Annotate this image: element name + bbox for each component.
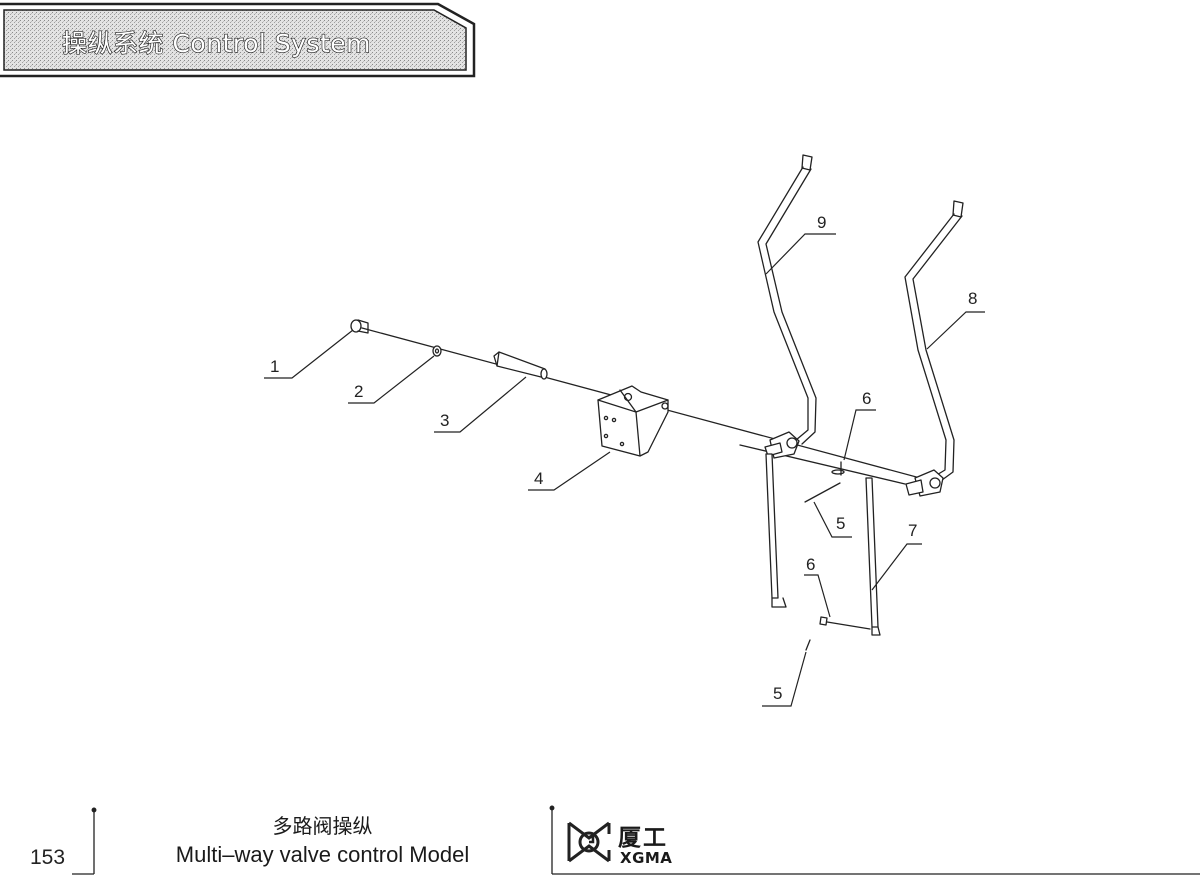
page-title: 操纵系统 Control System <box>61 28 371 58</box>
figure-caption: 多路阀操纵 Multi–way valve control Model <box>150 812 495 870</box>
leader-line-6a <box>843 409 876 461</box>
bolt-part-1 <box>350 319 369 334</box>
caption-chinese: 多路阀操纵 <box>272 814 373 838</box>
callout-7: 7 <box>908 521 917 540</box>
caption-english: Multi–way valve control Model <box>175 842 470 867</box>
rod-part-7 <box>765 453 881 636</box>
logo-text-chinese: 厦工 <box>618 825 668 851</box>
linkage-axis-line <box>739 444 906 485</box>
callout-1: 1 <box>270 357 279 376</box>
washer-part-2 <box>432 345 442 357</box>
leader-line-4 <box>528 451 611 491</box>
leader-line-5a <box>813 501 852 538</box>
callout-2: 2 <box>354 382 363 401</box>
page-number: 153 <box>30 846 66 869</box>
bracket-part-4 <box>597 385 669 457</box>
leader-line-1 <box>264 329 354 379</box>
callout-6a: 6 <box>862 389 871 408</box>
lever-part-9 <box>757 154 817 459</box>
xgma-logo-icon <box>567 821 611 863</box>
leader-line-6b <box>804 574 831 618</box>
callout-3: 3 <box>440 411 449 430</box>
lever-part-8 <box>904 200 964 497</box>
callout-5b: 5 <box>773 684 782 703</box>
callout-4: 4 <box>534 469 543 488</box>
leader-line-9 <box>765 233 836 275</box>
exploded-view-drawing: 1 2 3 4 9 8 6 5 7 6 5 <box>264 154 985 707</box>
callout-6b: 6 <box>806 555 815 574</box>
header-banner <box>0 2 476 78</box>
leader-line-3 <box>434 376 527 433</box>
callout-5a: 5 <box>836 514 845 533</box>
leader-line-7 <box>871 543 922 591</box>
callout-8: 8 <box>968 289 977 308</box>
leader-line-8 <box>926 311 985 350</box>
callout-9: 9 <box>817 213 826 232</box>
cotter-part-5 <box>804 482 841 651</box>
leader-line-5b <box>762 651 807 707</box>
leader-line-2 <box>348 355 435 404</box>
pin-part-6 <box>819 461 871 630</box>
pin-part-3 <box>493 351 548 380</box>
logo-text-english: XGMA <box>620 849 673 867</box>
